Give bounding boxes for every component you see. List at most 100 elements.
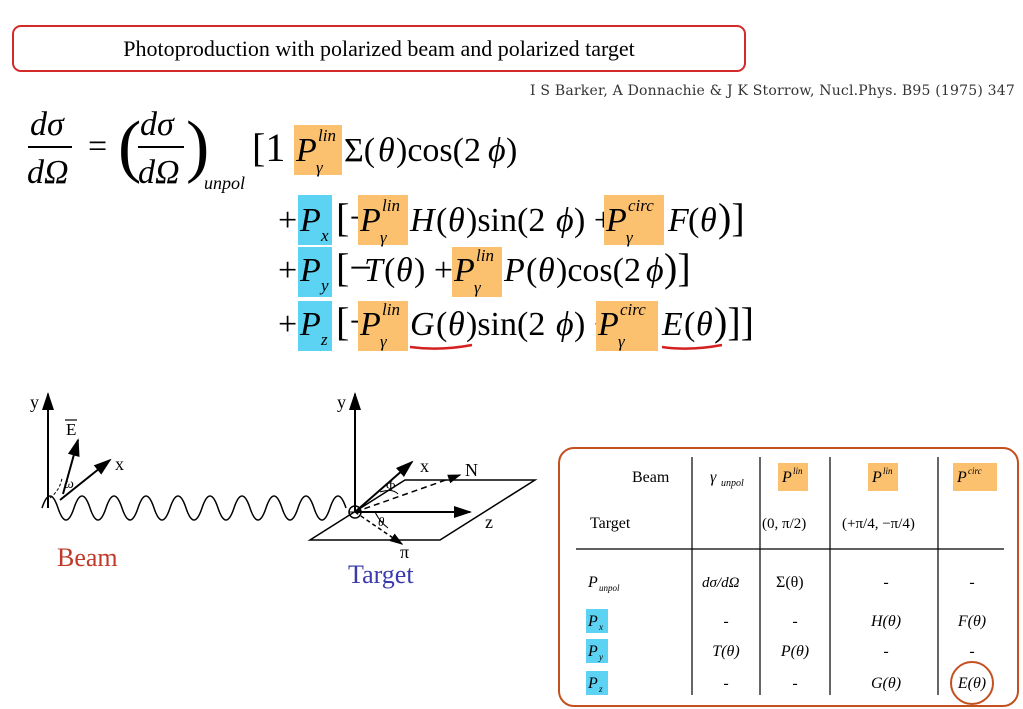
target-x-label: x xyxy=(420,456,429,476)
observables-table: Beam Target γ unpol P lin P lin P circ (… xyxy=(558,447,1019,707)
svg-text:+: + xyxy=(278,306,297,343)
lhs-numerator: dσ xyxy=(30,106,65,143)
svg-text:E(θ): E(θ) xyxy=(957,675,986,692)
svg-text:-: - xyxy=(792,613,797,630)
e-underline xyxy=(661,343,723,350)
svg-text:lin: lin xyxy=(318,126,336,145)
svg-text:E: E xyxy=(661,306,683,343)
equals-sign: = xyxy=(88,128,107,165)
svg-text:P: P xyxy=(871,469,882,486)
svg-text:P: P xyxy=(503,252,525,289)
svg-text:θ: θ xyxy=(396,252,413,289)
svg-text:y: y xyxy=(319,276,329,295)
photon-wave xyxy=(41,495,347,521)
header-beam: Beam xyxy=(632,469,670,486)
pion-label: π xyxy=(400,542,409,562)
unpol-numerator: dσ xyxy=(140,106,175,143)
col4-highlight xyxy=(953,463,997,491)
svg-text:)]: )] xyxy=(718,195,745,240)
svg-text:P: P xyxy=(587,574,598,591)
table-grid: Beam Target γ unpol P lin P lin P circ (… xyxy=(576,457,1004,705)
svg-text:)]]: )]] xyxy=(714,299,754,344)
target-label: Target xyxy=(348,560,414,589)
svg-text:+: + xyxy=(278,202,297,239)
svg-text:z: z xyxy=(598,684,603,694)
svg-text:F: F xyxy=(667,202,690,239)
svg-text:x: x xyxy=(320,226,329,245)
svg-text:lin: lin xyxy=(793,466,803,476)
svg-text:H: H xyxy=(409,202,437,239)
page-title: Photoproduction with polarized beam and … xyxy=(123,35,635,61)
svg-text:γ: γ xyxy=(380,332,388,351)
g-underline xyxy=(409,343,473,350)
svg-text:(: ( xyxy=(436,202,447,239)
svg-text:dσ/dΩ: dσ/dΩ xyxy=(702,575,740,591)
reference-citation: I S Barker, A Donnachie & J K Storrow, N… xyxy=(530,83,1015,99)
kinematics-diagram: y x E ω y x N z π θ Φ xyxy=(30,392,538,562)
svg-text:γ: γ xyxy=(316,158,324,177)
beam-label: Beam xyxy=(57,543,118,572)
svg-text:P: P xyxy=(956,469,967,486)
svg-text:θ: θ xyxy=(700,202,717,239)
pz-highlight xyxy=(298,301,332,351)
plin-highlight-3 xyxy=(452,247,502,297)
svg-text:-: - xyxy=(723,613,728,630)
svg-text:P: P xyxy=(587,675,598,692)
col2-highlight xyxy=(778,463,808,491)
svg-text:ϕ: ϕ xyxy=(488,132,506,169)
svg-text:-: - xyxy=(723,675,728,692)
svg-text:): ) xyxy=(506,132,517,169)
svg-text:G: G xyxy=(410,306,435,343)
normal-label: N xyxy=(465,460,478,480)
e-field-vector xyxy=(62,438,80,495)
beam-x-label: x xyxy=(115,454,124,474)
svg-text:P: P xyxy=(781,469,792,486)
svg-text:y: y xyxy=(598,652,603,662)
col2-angle: (0, π/2) xyxy=(762,516,806,532)
target-y-label: y xyxy=(337,392,346,412)
pz-row-highlight xyxy=(586,671,608,695)
svg-text:θ: θ xyxy=(378,132,395,169)
svg-text:circ: circ xyxy=(968,466,982,476)
svg-text:)sin(2: )sin(2 xyxy=(466,306,545,343)
svg-text:P: P xyxy=(299,202,321,239)
e-field-label: E xyxy=(66,420,76,439)
svg-text:[−: [− xyxy=(336,245,372,290)
target-x-axis xyxy=(354,460,414,513)
svg-text:circ: circ xyxy=(620,300,646,319)
svg-text:θ: θ xyxy=(448,202,465,239)
col3-highlight xyxy=(868,463,898,491)
svg-text:(: ( xyxy=(118,108,141,185)
unpol-subscript: unpol xyxy=(204,173,245,193)
e-theta-circle xyxy=(950,661,994,705)
svg-text:P: P xyxy=(299,252,321,289)
phi-label: Φ xyxy=(386,478,396,493)
svg-text:T(θ): T(θ) xyxy=(712,643,739,660)
pion-vector xyxy=(354,511,404,545)
svg-text:-: - xyxy=(792,675,797,692)
svg-text:(: ( xyxy=(684,306,695,343)
svg-text:x: x xyxy=(598,622,603,632)
col3-angle: (+π/4, −π/4) xyxy=(842,516,915,532)
plin-highlight-2 xyxy=(358,195,408,245)
plin-highlight-1 xyxy=(294,125,342,175)
svg-text:+: + xyxy=(278,252,297,289)
normal-vector xyxy=(354,474,462,513)
svg-text:θ: θ xyxy=(448,306,465,343)
svg-text:)cos(2: )cos(2 xyxy=(396,132,481,169)
svg-text:P: P xyxy=(587,643,598,660)
target-z-label: z xyxy=(485,512,493,532)
svg-text:θ: θ xyxy=(696,306,713,343)
plin-highlight-4 xyxy=(358,301,408,351)
svg-text:)]: )] xyxy=(664,245,691,290)
svg-text:lin: lin xyxy=(883,466,893,476)
unpol-denominator: dΩ xyxy=(138,154,180,191)
svg-text:P: P xyxy=(453,252,475,289)
px-highlight xyxy=(298,195,332,245)
svg-text:Σ(: Σ( xyxy=(344,132,375,169)
svg-text:P: P xyxy=(295,132,317,169)
title-banner: Photoproduction with polarized beam and … xyxy=(12,25,746,72)
theta-label: θ xyxy=(378,514,385,529)
py-row-highlight xyxy=(586,639,608,663)
svg-text:(: ( xyxy=(688,202,699,239)
